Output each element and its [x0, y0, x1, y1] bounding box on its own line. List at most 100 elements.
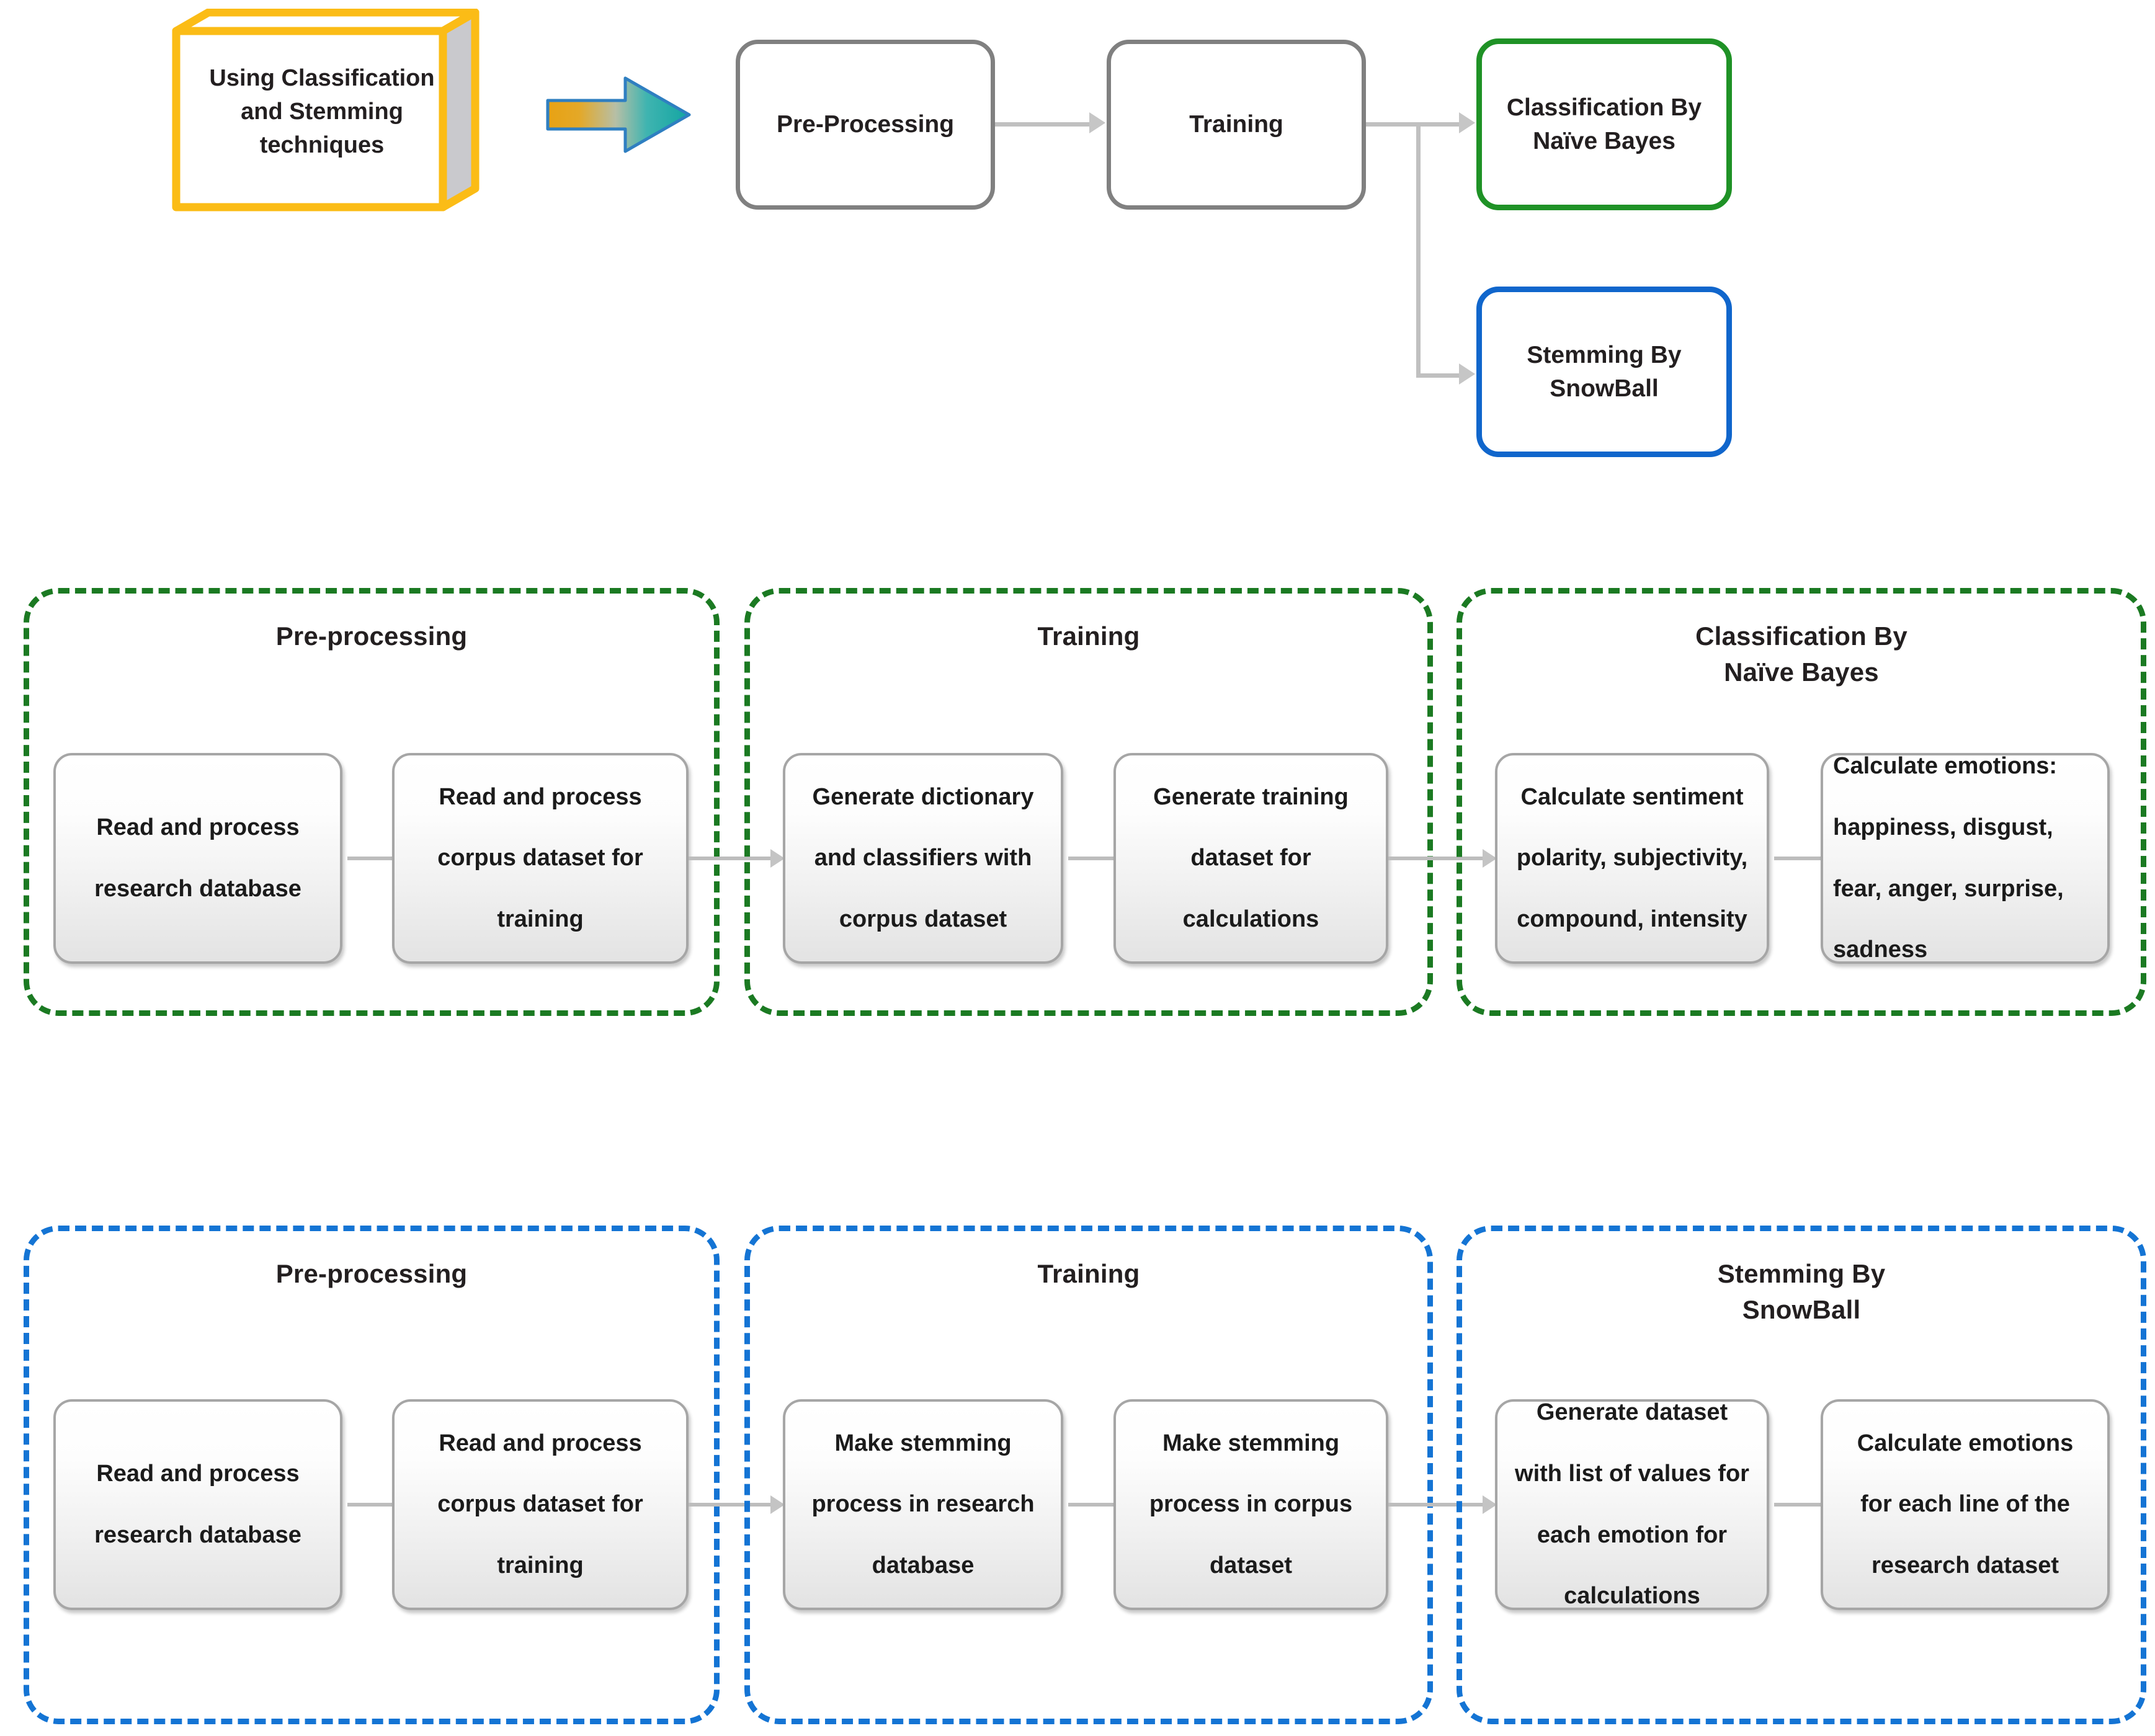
flow-node-classification-label: Classification By Naïve Bayes	[1507, 91, 1702, 157]
flow-node-pre-processing[interactable]: Pre-Processing	[736, 40, 995, 210]
step-line-3: corpus dataset	[839, 906, 1007, 933]
process-step-text: Generate dataset with list of values for…	[1507, 1397, 1757, 1612]
flow-node-classification-naive-bayes[interactable]: Classification By Naïve Bayes	[1476, 38, 1732, 210]
input-node-line-3: techniques	[259, 131, 385, 158]
stage-title-training: Training	[750, 1256, 1427, 1292]
process-step-read-corpus-dataset-green[interactable]: Read and process corpus dataset for trai…	[392, 753, 689, 964]
step-line-1: Generate dataset	[1536, 1399, 1728, 1426]
step-line-3: research dataset	[1871, 1552, 2059, 1579]
process-step-text: Read and process research database	[66, 812, 330, 904]
pipeline-snowball-stage-pre-processing: Pre-processing	[24, 1226, 720, 1724]
step-line-1: Make stemming	[1162, 1430, 1340, 1456]
pipeline-snowball-stage-training: Training	[744, 1226, 1433, 1724]
process-step-generate-dictionary[interactable]: Generate dictionary and classifiers with…	[783, 753, 1063, 964]
stage-title-line-2: SnowBall	[1742, 1294, 1861, 1324]
process-step-text: Generate training dataset for calculatio…	[1126, 782, 1376, 935]
step-line-3: training	[497, 1552, 584, 1579]
step-line-1: Calculate sentiment	[1520, 783, 1744, 810]
process-step-text: Calculate emotions: happiness, disgust, …	[1833, 751, 2097, 966]
stage-title-line-1: Pre-processing	[275, 621, 468, 651]
step-line-1: Generate dictionary	[812, 783, 1034, 810]
process-step-text: Calculate emotions for each line of the …	[1833, 1428, 2097, 1582]
connector-blue-stage2-to-stage3	[1388, 1495, 1497, 1514]
connector-green-stage2-to-stage3	[1388, 849, 1497, 868]
step-line-4: sadness	[1833, 937, 1928, 963]
process-step-text: Read and process corpus dataset for trai…	[404, 1428, 676, 1582]
connector-arrowhead-training-to-classification	[1459, 112, 1475, 133]
process-step-read-research-db-green[interactable]: Read and process research database	[53, 753, 342, 964]
step-line-1: Calculate emotions:	[1833, 753, 2058, 780]
process-step-stem-research-db[interactable]: Make stemming process in research databa…	[783, 1399, 1063, 1610]
stage-title-pre-processing: Pre-processing	[29, 618, 714, 654]
process-step-calculate-emotions[interactable]: Calculate emotions: happiness, disgust, …	[1821, 753, 2110, 964]
process-step-generate-emotion-values[interactable]: Generate dataset with list of values for…	[1495, 1399, 1769, 1610]
process-step-text: Generate dictionary and classifiers with…	[795, 782, 1051, 935]
step-line-2: process in corpus	[1149, 1491, 1353, 1518]
flow-node-classification-line-1: Classification By	[1506, 94, 1702, 122]
flow-node-training[interactable]: Training	[1107, 40, 1366, 210]
process-step-read-corpus-dataset-blue[interactable]: Read and process corpus dataset for trai…	[392, 1399, 689, 1610]
step-line-2: dataset for	[1190, 845, 1311, 871]
process-step-calculate-sentiment[interactable]: Calculate sentiment polarity, subjectivi…	[1495, 753, 1769, 964]
connector-training-to-stemming	[1416, 373, 1459, 378]
cube-shape-icon	[172, 9, 480, 211]
connector-green-stage1-to-stage2	[689, 849, 785, 868]
pipeline-naive-bayes-stage-pre-processing: Pre-processing	[24, 588, 720, 1016]
input-node-line-1: Using Classification	[209, 65, 435, 91]
step-line-2: research database	[94, 875, 301, 902]
pipeline-naive-bayes-stage-classification: Classification By Naïve Bayes	[1457, 588, 2146, 1016]
flow-node-classification-line-2: Naïve Bayes	[1533, 127, 1675, 154]
step-line-1: Make stemming	[834, 1430, 1012, 1456]
step-line-1: Generate training	[1153, 783, 1349, 810]
step-line-3: compound, intensity	[1517, 906, 1747, 933]
step-line-2: happiness, disgust,	[1833, 814, 2053, 840]
process-step-text: Read and process corpus dataset for trai…	[404, 782, 676, 935]
stage-title-line-1: Training	[1037, 1259, 1140, 1288]
step-line-3: calculations	[1182, 906, 1319, 933]
process-step-generate-training-dataset[interactable]: Generate training dataset for calculatio…	[1113, 753, 1388, 964]
step-line-2: and classifiers with	[814, 845, 1032, 871]
flow-node-stemming-line-2: SnowBall	[1550, 375, 1659, 402]
step-line-2: corpus dataset for	[437, 845, 643, 871]
connector-blue-stage1-to-stage2	[689, 1495, 785, 1514]
step-line-2: corpus dataset for	[437, 1491, 643, 1518]
connector-arrowhead-training-to-stemming	[1459, 363, 1475, 385]
step-line-1: Read and process	[439, 783, 642, 810]
step-line-3: fear, anger, surprise,	[1833, 875, 2064, 902]
flow-node-stemming-snowball[interactable]: Stemming By SnowBall	[1476, 287, 1732, 457]
connector-training-branch-vertical	[1416, 122, 1421, 378]
stage-title-training: Training	[750, 618, 1427, 654]
step-line-3: dataset	[1209, 1552, 1293, 1579]
process-step-stem-corpus-dataset[interactable]: Make stemming process in corpus dataset	[1113, 1399, 1388, 1610]
flow-node-training-label: Training	[1189, 111, 1283, 138]
stage-title-line-1: Classification By	[1695, 621, 1907, 651]
step-line-2: with list of values for	[1515, 1460, 1749, 1487]
step-line-2: process in research	[811, 1491, 1035, 1518]
step-line-4: calculations	[1564, 1583, 1700, 1609]
stage-title-stemming: Stemming By SnowBall	[1462, 1256, 2141, 1328]
step-line-2: research database	[94, 1521, 301, 1548]
step-line-3: each emotion for	[1537, 1521, 1728, 1548]
process-step-text: Make stemming process in corpus dataset	[1126, 1428, 1376, 1582]
input-node-line-2: and Stemming	[241, 98, 403, 125]
step-line-2: for each line of the	[1860, 1491, 2070, 1518]
stage-title-pre-processing: Pre-processing	[29, 1256, 714, 1292]
step-line-1: Calculate emotions	[1857, 1430, 2074, 1456]
input-node-label: Using Classification and Stemming techni…	[195, 62, 449, 162]
process-step-calculate-emotions-lines[interactable]: Calculate emotions for each line of the …	[1821, 1399, 2110, 1610]
pipeline-naive-bayes-stage-training: Training	[744, 588, 1433, 1016]
connector-arrowhead-preprocessing-to-training	[1089, 112, 1105, 133]
pipeline-snowball-stage-stemming: Stemming By SnowBall	[1457, 1226, 2146, 1724]
process-step-text: Make stemming process in research databa…	[795, 1428, 1051, 1582]
input-node-cube: Using Classification and Stemming techni…	[167, 9, 490, 213]
flow-node-stemming-line-1: Stemming By	[1527, 342, 1682, 369]
step-line-1: Read and process	[96, 1460, 300, 1487]
stage-title-classification: Classification By Naïve Bayes	[1462, 618, 2141, 690]
process-step-read-research-db-blue[interactable]: Read and process research database	[53, 1399, 342, 1610]
step-line-3: training	[497, 906, 584, 933]
step-line-2: polarity, subjectivity,	[1516, 845, 1748, 871]
process-step-text: Read and process research database	[66, 1459, 330, 1551]
connector-training-to-classification	[1366, 122, 1459, 127]
process-step-text: Calculate sentiment polarity, subjectivi…	[1507, 782, 1757, 935]
gradient-right-arrow-icon	[546, 74, 692, 155]
